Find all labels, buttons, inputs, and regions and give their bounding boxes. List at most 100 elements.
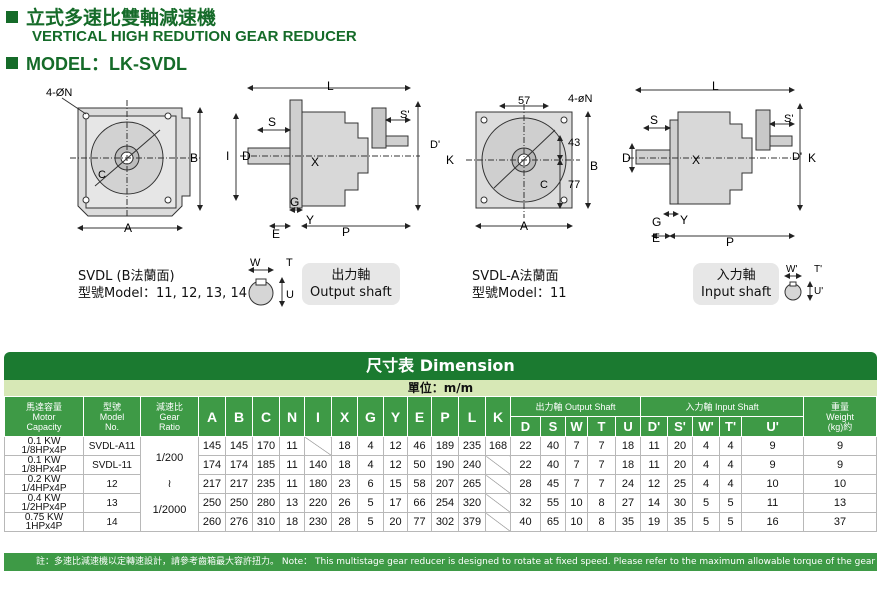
dimension-cell: 12	[383, 436, 408, 456]
label-w: W	[250, 257, 261, 269]
output-shaft-cell: 7	[565, 455, 588, 475]
output-shaft-cell: 27	[614, 493, 642, 513]
dimension-cell: 220	[304, 493, 332, 513]
dimension-cell: 145	[225, 436, 253, 456]
dimension-cell: 190	[431, 455, 459, 475]
header-in-t: T'	[719, 416, 743, 437]
dimension-cell: 18	[331, 455, 358, 475]
label-d-prime-a: D'	[792, 151, 802, 163]
dimension-cell: 18	[279, 512, 305, 532]
dimension-cell	[304, 436, 332, 456]
output-shaft-cell: 22	[510, 436, 541, 456]
dimension-cell: 168	[485, 436, 511, 456]
label-a-a: A	[520, 219, 528, 233]
dimension-cell: 11	[279, 474, 305, 494]
output-shaft-en: Output shaft	[310, 285, 392, 300]
dimension-cell: 170	[252, 436, 280, 456]
input-shaft-cell: 11	[741, 493, 805, 513]
page-title: 立式多速比雙軸減速機	[6, 3, 216, 30]
dimension-cell: 217	[198, 474, 226, 494]
weight-cell: 9	[803, 436, 877, 456]
input-shaft-cell: 11	[640, 455, 669, 475]
technical-drawings: 4-ØN A B C L S S' I D D' X K G Y E P	[46, 79, 823, 307]
dimension-cell: 217	[225, 474, 253, 494]
label-d-prime: D'	[430, 139, 440, 151]
label-u-prime: U'	[814, 286, 823, 297]
title-english: VERTICAL HIGH REDUTION GEAR REDUCER	[32, 28, 357, 45]
output-shaft-cell: 18	[614, 455, 642, 475]
dimension-cell: 18	[331, 436, 358, 456]
ratio-cell: 1/200≀1/2000	[140, 436, 199, 532]
output-shaft-cell: 7	[587, 455, 616, 475]
dimension-cell: 189	[431, 436, 459, 456]
label-g-a: G	[652, 215, 661, 229]
header-in-s: S'	[667, 416, 694, 437]
input-shaft-label: 入力軸 Input shaft	[693, 263, 780, 305]
label-y: Y	[306, 213, 314, 227]
output-shaft-cell: 28	[510, 474, 541, 494]
input-shaft-cell: 5	[719, 512, 743, 532]
label-c-a: C	[540, 179, 548, 191]
header-p: P	[431, 396, 459, 437]
header-in-d: D'	[640, 416, 669, 437]
svdl-side-view	[233, 85, 421, 229]
dimension-cell: 280	[252, 493, 280, 513]
input-shaft-cell: 4	[719, 474, 743, 494]
output-shaft-cell: 8	[587, 493, 616, 513]
input-shaft-cell: 4	[692, 436, 721, 456]
input-shaft-cn: 入力軸	[716, 268, 756, 283]
dimension-cell	[485, 474, 511, 494]
dimension-cell: 23	[331, 474, 358, 494]
input-shaft-cell: 5	[692, 512, 721, 532]
label-e: E	[272, 227, 280, 241]
svdla-caption-title: SVDL-A法蘭面	[472, 269, 559, 284]
dimension-cell: 12	[383, 455, 408, 475]
output-shaft-cell: 10	[565, 512, 588, 532]
input-shaft-en: Input shaft	[701, 285, 772, 300]
label-s: S	[268, 115, 276, 129]
dimension-cell: 46	[407, 436, 432, 456]
model-cell: 12	[83, 474, 141, 494]
output-shaft-cell: 65	[540, 512, 566, 532]
table-unit: 單位：m/m	[4, 380, 877, 396]
output-shaft-cell: 7	[565, 436, 588, 456]
label-d-a: D	[622, 151, 631, 165]
dimension-cell: 174	[198, 455, 226, 475]
dimension-cell: 250	[198, 493, 226, 513]
input-shaft-cell: 4	[692, 455, 721, 475]
input-shaft-cell: 30	[667, 493, 694, 513]
dimension-cell: 207	[431, 474, 459, 494]
dimension-cell: 379	[458, 512, 486, 532]
dimension-cell: 58	[407, 474, 432, 494]
label-s-prime-a: S'	[784, 113, 793, 125]
label-x: X	[311, 155, 319, 169]
input-shaft-cell: 20	[667, 455, 694, 475]
header-a: A	[198, 396, 226, 437]
label-57: 57	[518, 95, 530, 107]
label-w-prime: W'	[786, 264, 797, 275]
svdl-front-view	[61, 97, 203, 231]
dimension-cell: 13	[279, 493, 305, 513]
header-out-w: W	[565, 416, 588, 437]
dimension-cell: 50	[407, 455, 432, 475]
input-shaft-cell: 16	[741, 512, 805, 532]
label-k-a: K	[808, 151, 816, 165]
label-t: T	[286, 257, 293, 269]
label-s-prime: S'	[400, 109, 409, 121]
dimension-cell	[485, 512, 511, 532]
label-p: P	[342, 225, 350, 239]
header-x: X	[331, 396, 358, 437]
output-shaft-detail	[248, 267, 285, 307]
dimension-cell: 17	[383, 493, 408, 513]
footnote: 註：多速比減速機以定轉速設計，請參考齒箱最大容許扭力。 Note： This m…	[4, 553, 877, 585]
input-shaft-cell: 11	[640, 436, 669, 456]
weight-cell: 37	[803, 512, 877, 532]
model-cell: SVDL-A11	[83, 436, 141, 456]
svdla-caption: SVDL-A法蘭面 型號Model：11	[472, 268, 567, 302]
output-shaft-cell: 35	[614, 512, 642, 532]
label-77: 77	[568, 179, 580, 191]
